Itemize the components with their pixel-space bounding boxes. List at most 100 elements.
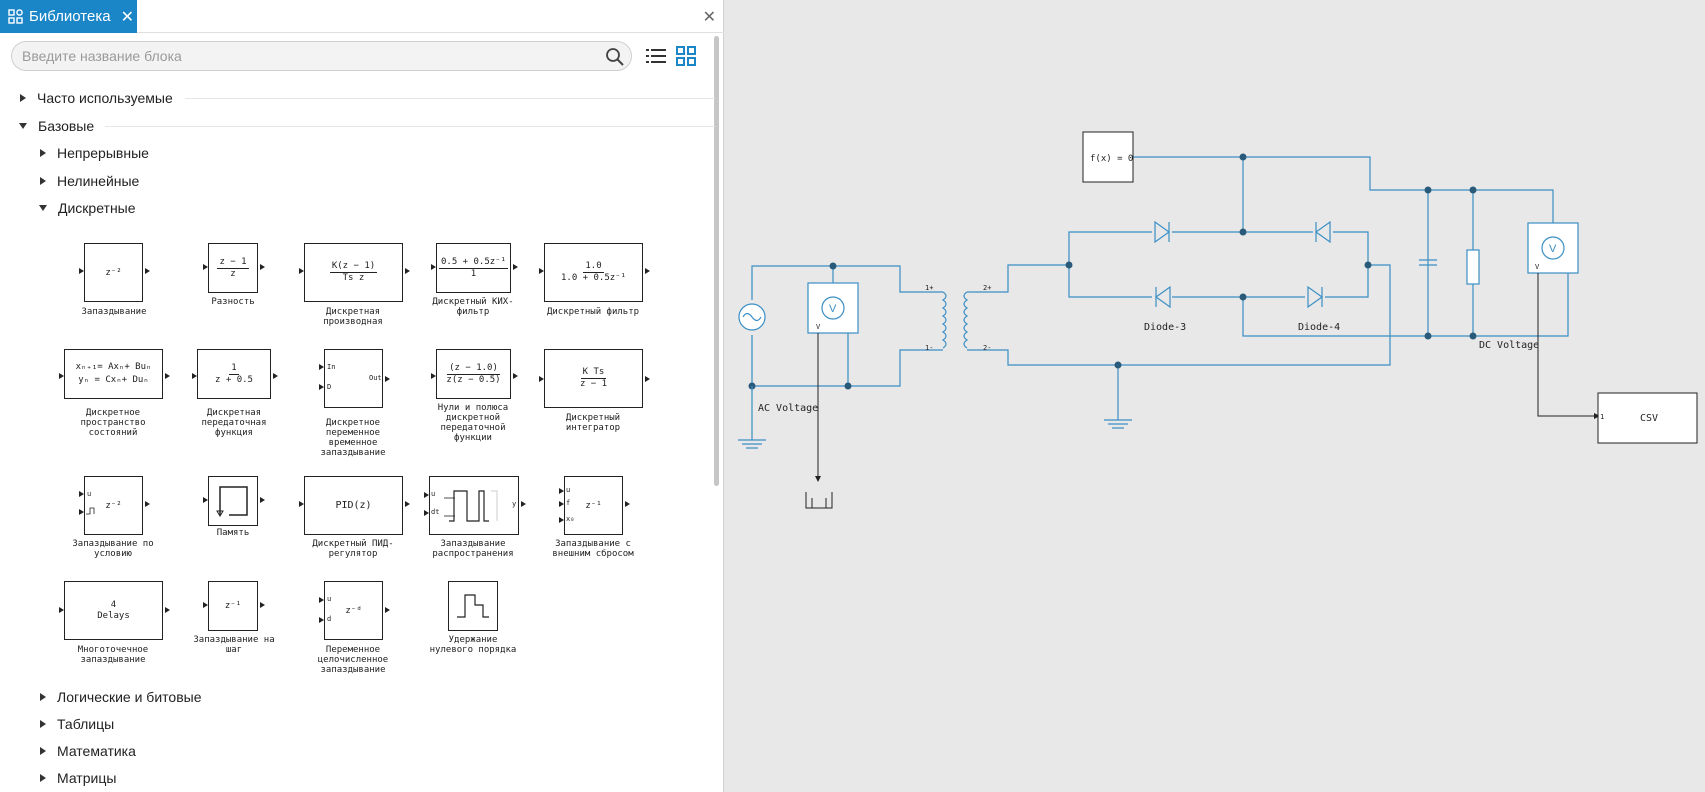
output-port (405, 501, 410, 507)
output-port (385, 376, 390, 382)
wire-nodes (748, 153, 1477, 390)
numerator: 0.5 + 0.5z⁻¹ (438, 256, 509, 269)
caption-line: передаточной (440, 423, 506, 433)
output-port (260, 264, 265, 270)
numerator: 1.0 (583, 261, 604, 273)
block-icon: (z − 1.0)z(z − 0.5) (436, 349, 511, 399)
input-port (79, 268, 84, 274)
fx-block[interactable]: f(x) = 0 (1082, 131, 1134, 183)
tree-continuous[interactable]: Непрерывные (40, 145, 149, 161)
block-caption: Дискретный КИХ-фильтр (413, 297, 533, 317)
denominator: 1.0 + 0.5z⁻¹ (560, 273, 627, 283)
tree-label: Таблицы (57, 716, 115, 732)
voltmeter-symbol: V (829, 303, 837, 315)
blocks-icon (8, 8, 23, 24)
zoh-icon (457, 594, 489, 618)
numerator: K Ts (580, 367, 607, 379)
tree-matrices[interactable]: Матрицы (40, 770, 116, 786)
caption-line: Дискретное (85, 408, 141, 418)
caption-line: целочисленное (317, 655, 389, 665)
label-diode-3: Diode-3 (1144, 322, 1186, 333)
tree-math[interactable]: Математика (40, 743, 136, 759)
input-port (319, 364, 324, 370)
block-icon: z⁻¹ (564, 476, 623, 535)
tree-tables[interactable]: Таблицы (40, 716, 114, 732)
voltmeter-2[interactable]: V V DC Voltage (1479, 222, 1600, 419)
caption-line: запаздывание (320, 665, 386, 675)
close-tab-icon[interactable]: ✕ (120, 8, 134, 26)
capacitor[interactable] (1419, 259, 1437, 266)
scrollbar[interactable] (714, 36, 719, 486)
block-caption: Память (183, 528, 283, 538)
port-label: 2- (983, 344, 991, 352)
ac-voltage-source[interactable]: AC Voltage (738, 303, 818, 414)
search-box (11, 41, 632, 71)
output-port (145, 268, 150, 274)
diodes[interactable] (1154, 220, 1331, 309)
output-port (260, 602, 265, 608)
search-icon[interactable] (605, 47, 625, 67)
list-view-icon[interactable] (646, 46, 666, 66)
caption-line: Многоточечное (77, 645, 149, 655)
block-caption: Дискретный фильтр (533, 307, 653, 317)
block-icon: K(z − 1)Ts z (304, 243, 403, 302)
tree-frequent[interactable]: Часто используемые (20, 90, 173, 106)
close-panel-icon[interactable]: ✕ (702, 9, 716, 26)
input-port (539, 376, 544, 382)
tab-library[interactable]: Библиотека ✕ (0, 0, 137, 33)
denominator: z (230, 268, 236, 279)
memory-icon (216, 486, 248, 517)
grid-view-icon[interactable] (676, 46, 696, 66)
tree-basic[interactable]: Базовые (19, 118, 94, 134)
voltmeter-1[interactable]: V V (805, 282, 859, 509)
chevron-right-icon (20, 94, 26, 102)
transformer[interactable]: 1+ 1- 2+ 2- (925, 284, 991, 352)
chevron-down-icon (39, 205, 47, 211)
input-port (559, 488, 564, 494)
block-icon: z⁻² (84, 243, 143, 302)
tree-discrete[interactable]: Дискретные (39, 200, 136, 216)
input-port (559, 517, 564, 523)
chevron-right-icon (40, 149, 46, 157)
input-port (59, 607, 64, 613)
input-port (319, 597, 324, 603)
caption-line: Дискретный фильтр (546, 307, 640, 317)
denominator: Ts z (342, 273, 365, 283)
label-dc-voltage: DC Voltage (1479, 340, 1539, 351)
tree-label: Нелинейные (57, 173, 140, 189)
input-port (59, 373, 64, 379)
block-icon (429, 476, 519, 535)
library-panel: Библиотека ✕ ✕ Часто используемые Базовы… (0, 0, 724, 792)
csv-block[interactable]: CSV 1 (1597, 392, 1698, 444)
block-symbol: 4 (110, 599, 117, 610)
model-canvas[interactable]: AC Voltage V V 1+ 1- 2+ 2- Diode-3 Diode… (725, 0, 1705, 792)
caption-line: Разность (211, 297, 255, 307)
caption-line: регулятор (328, 549, 378, 559)
denominator: 1 (470, 268, 477, 279)
caption-line: переменное (325, 428, 381, 438)
divider (185, 98, 715, 99)
tree-logic[interactable]: Логические и битовые (40, 689, 201, 705)
caption-line: запаздывание (80, 655, 146, 665)
port-label: V (816, 323, 821, 331)
resistor[interactable] (1466, 249, 1480, 285)
output-port (165, 373, 170, 379)
output-port (145, 501, 150, 507)
block-icon (448, 581, 498, 631)
tree-nonlinear[interactable]: Нелинейные (40, 173, 139, 189)
search-input[interactable] (22, 46, 582, 66)
caption-line: Нули и полюса (437, 403, 509, 413)
port-label: In (327, 363, 336, 371)
tree-label: Часто используемые (37, 90, 173, 106)
output-port (645, 268, 650, 274)
output-port (625, 501, 630, 507)
